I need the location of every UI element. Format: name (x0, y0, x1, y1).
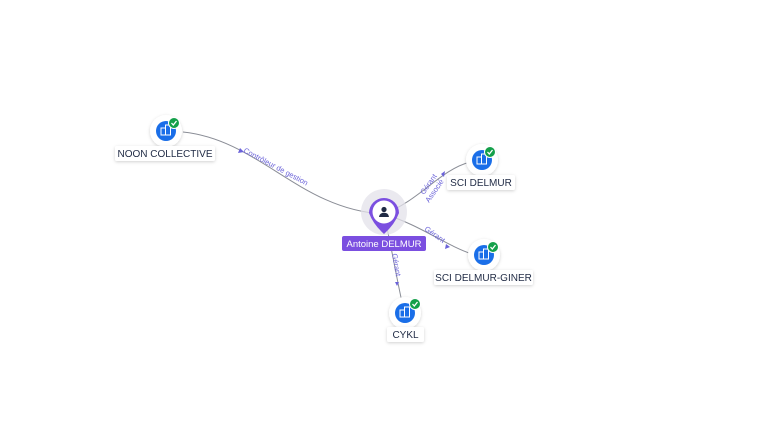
company-name-noon-collective: NOON COLLECTIVE (117, 149, 212, 160)
person-icon (379, 206, 389, 217)
arrow-cykl (395, 282, 399, 286)
person-label-box (342, 236, 426, 251)
edge-label-cykl: Gérant (390, 253, 403, 278)
person-name: Antoine DELMUR (347, 239, 422, 250)
edge-label-noon: Contrôleur de gestion (242, 146, 310, 188)
edge-labels: Contrôleur de gestion Gérant Associé Gér… (242, 146, 447, 278)
check-badge-icon (168, 117, 180, 129)
company-node-sci-delmur[interactable]: SCI DELMUR (447, 144, 515, 190)
edge-arrows (238, 148, 450, 286)
company-name-cykl: CYKL (392, 330, 419, 341)
company-name-sci-delmur: SCI DELMUR (450, 178, 512, 189)
edges (182, 131, 473, 303)
check-badge-icon (484, 146, 496, 158)
building-icon (395, 303, 415, 323)
company-node-cykl[interactable]: CYKL (387, 297, 424, 342)
company-node-sci-delmur-giner[interactable]: SCI DELMUR-GINER (434, 239, 533, 285)
arrow-noon (238, 148, 244, 153)
edge-label-sci2: Gérant (423, 224, 448, 245)
check-badge-icon (409, 298, 421, 310)
check-badge-icon (487, 241, 499, 253)
arrow-sci1 (441, 171, 445, 177)
person-node-antoine-delmur[interactable]: Antoine DELMUR (342, 189, 426, 251)
company-name-sci-delmur-giner: SCI DELMUR-GINER (435, 273, 532, 284)
company-node-noon-collective[interactable]: NOON COLLECTIVE (115, 115, 215, 161)
edge-noon-collective (182, 131, 385, 215)
arrow-sci2 (445, 244, 450, 249)
